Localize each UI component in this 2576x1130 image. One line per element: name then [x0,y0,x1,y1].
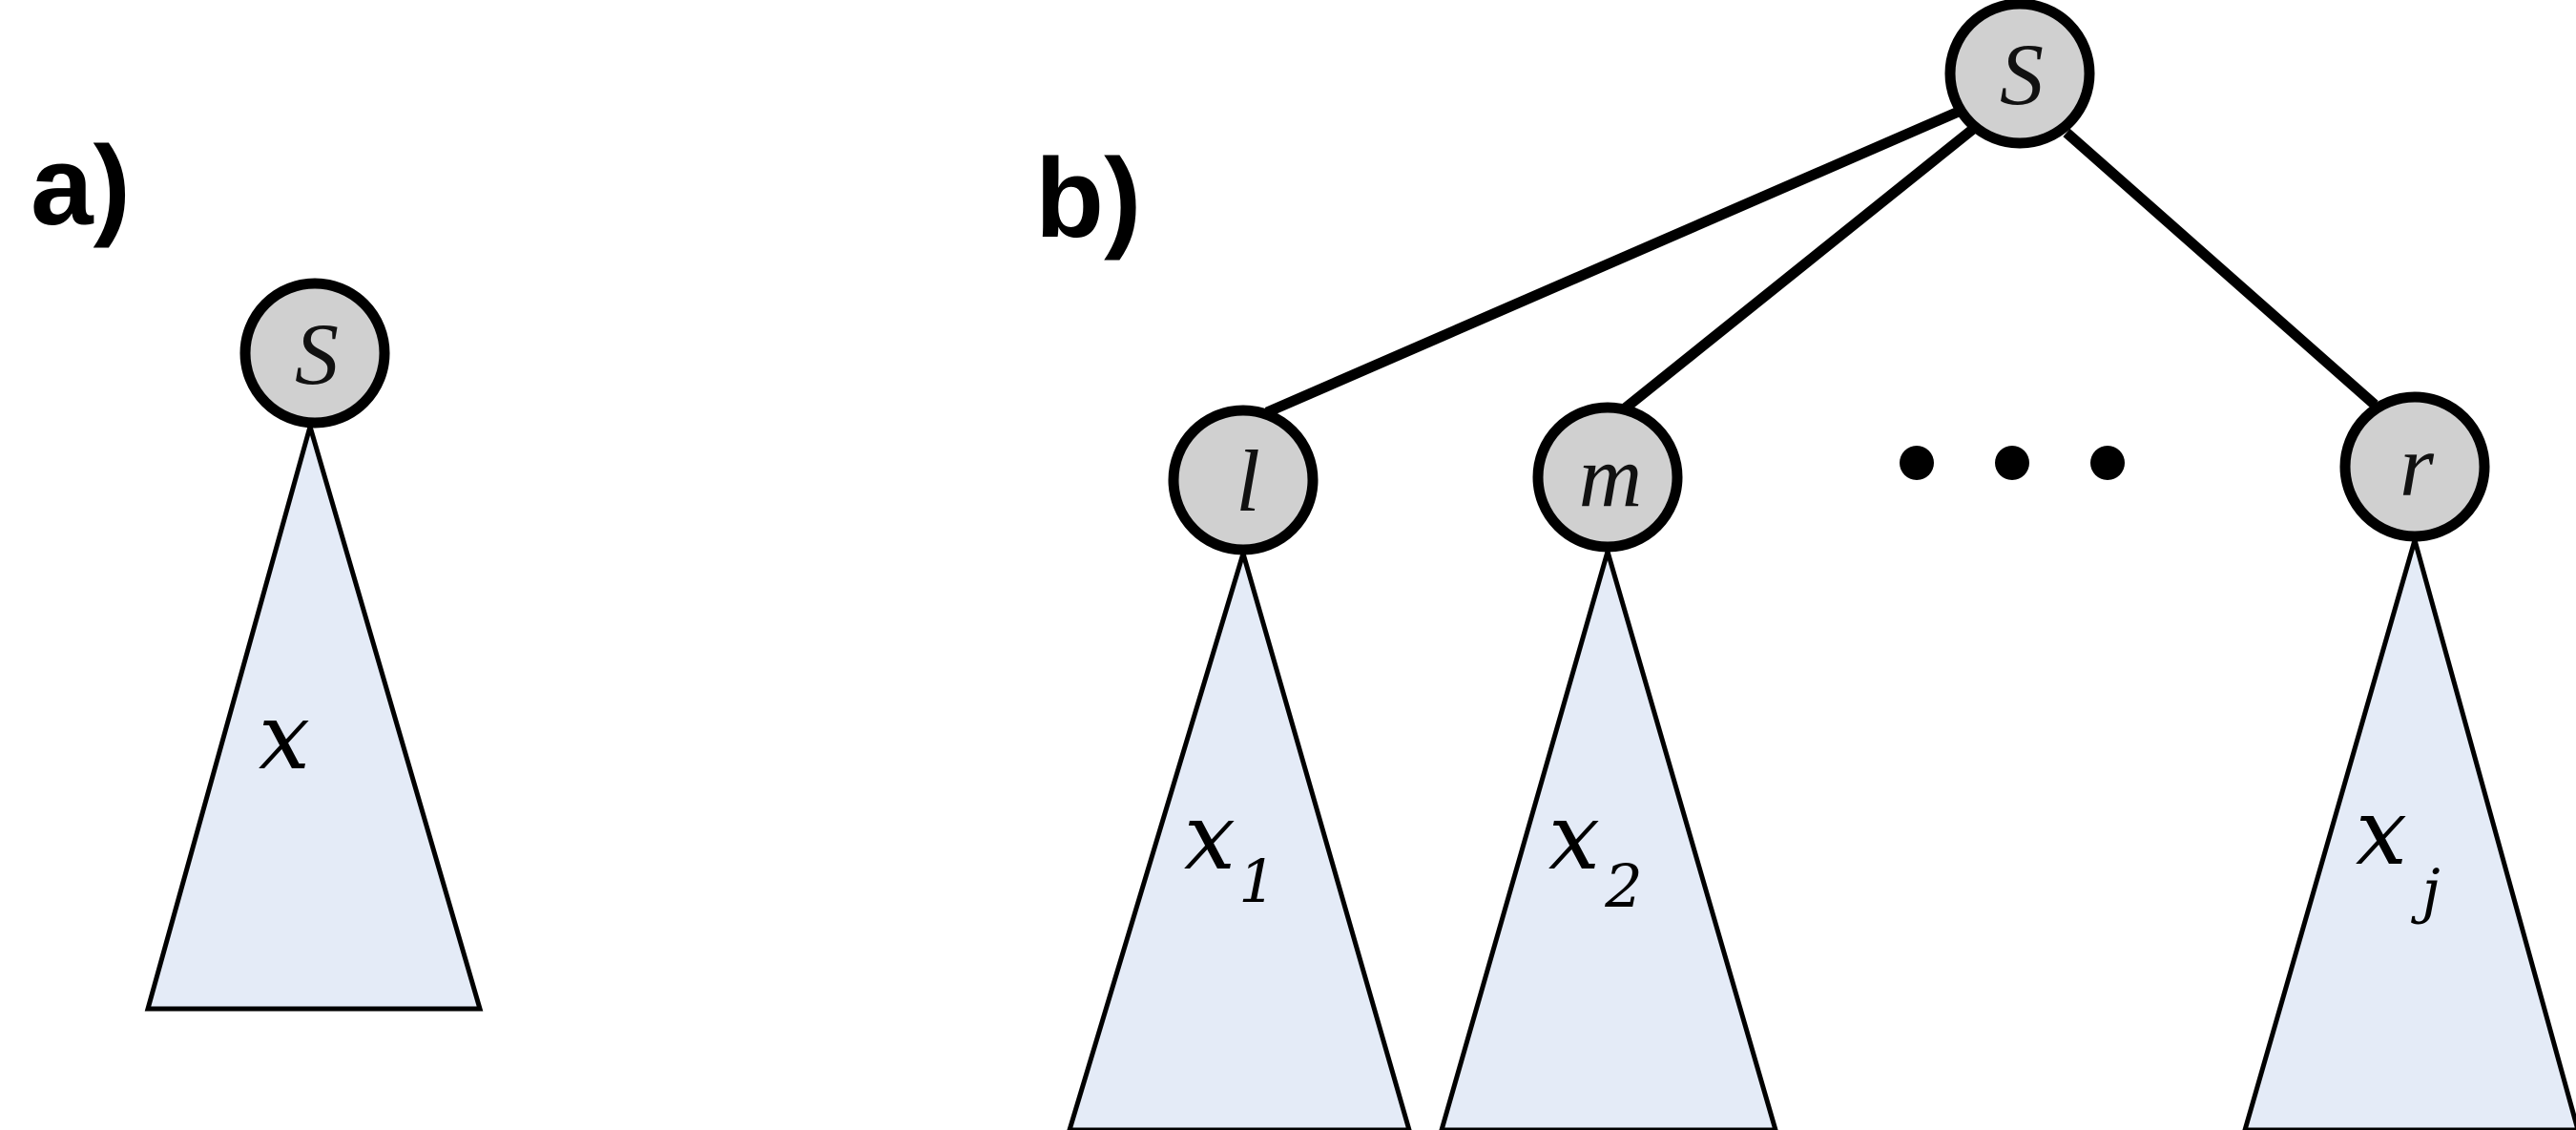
triangle-label-subscript: 2 [1604,851,1642,921]
triangle-shape [2242,531,2576,1130]
triangle-shape [1439,542,1778,1130]
panel-a-node-S: S [239,278,390,429]
triangle-shape [144,417,484,1012]
ellipsis-dot [1900,446,1934,480]
triangle-label: x [1184,784,1236,890]
node-label: S [2000,26,2044,123]
panel-a: a) x S [31,123,484,1012]
triangle-label: x [1548,784,1600,890]
panel-a-label: a) [31,123,131,249]
node-label: m [1579,428,1642,525]
ellipsis-dot [2090,446,2125,480]
panel-b-node-S: S [1944,0,2095,149]
edge-S-to-r [2063,128,2379,409]
panel-b-triangle-x1: x 1 [1067,545,1412,1130]
ellipsis-dot [1995,446,2029,480]
panel-b-ellipsis [1900,446,2125,480]
node-circle [1944,0,2095,149]
panel-b-label: b) [1035,136,1141,262]
node-circle [1532,402,1683,553]
panel-b-triangle-xj: x j [2242,531,2576,1130]
triangle-shape [1067,545,1412,1130]
panel-b-node-r: r [2339,391,2490,542]
node-circle [2339,391,2490,542]
node-circle [239,278,390,429]
node-circle [1168,405,1319,555]
edge-S-to-l [1264,105,1963,418]
panel-b: b) x 1 x 2 x j [1035,0,2576,1130]
edge-S-to-m [1621,121,1981,413]
panel-b-edges [1264,105,2379,418]
triangle-label: x [2356,779,2407,886]
panel-b-node-m: m [1532,402,1683,553]
node-label: l [1236,432,1260,530]
panel-a-triangle-x: x [144,417,484,1012]
node-label: r [2399,417,2435,514]
panel-b-triangle-x2: x 2 [1439,542,1778,1130]
panel-b-node-l: l [1168,405,1319,555]
triangle-label: x [259,683,310,790]
triangle-label-subscript: 1 [1238,847,1276,916]
node-label: S [295,305,339,403]
